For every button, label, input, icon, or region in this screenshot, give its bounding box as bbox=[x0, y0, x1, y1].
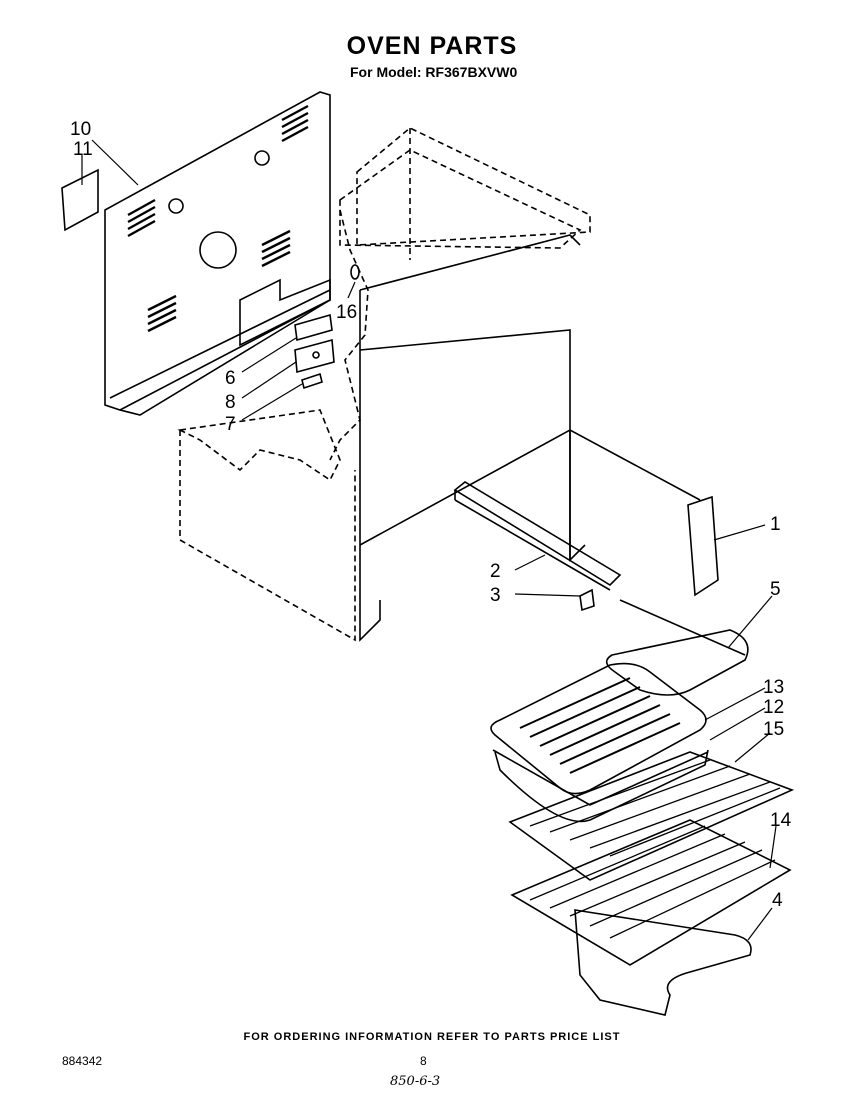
plug-16 bbox=[350, 264, 360, 280]
callout-15: 15 bbox=[763, 719, 784, 740]
rack-support-2 bbox=[453, 481, 622, 591]
callout-5: 5 bbox=[770, 579, 781, 600]
clip-7 bbox=[301, 372, 323, 390]
bracket-8 bbox=[294, 338, 335, 374]
callout-11: 11 bbox=[73, 139, 93, 160]
callout-14: 14 bbox=[770, 810, 792, 831]
page-title: OVEN PARTS bbox=[346, 32, 518, 60]
clip-3 bbox=[579, 588, 595, 612]
callout-8: 8 bbox=[225, 392, 236, 413]
oven-frame bbox=[359, 234, 701, 642]
handwritten-code: 850-6-3 bbox=[390, 1074, 441, 1089]
callout-1: 1 bbox=[770, 514, 781, 535]
cover-plate-11 bbox=[61, 168, 99, 232]
back-panel-10 bbox=[104, 91, 331, 416]
broiler-pan-insert-13 bbox=[490, 662, 707, 795]
callout-2: 2 bbox=[490, 561, 501, 582]
terminal-block-6 bbox=[294, 313, 333, 342]
page-number: 8 bbox=[420, 1054, 427, 1068]
oven-liner-outline bbox=[177, 127, 591, 642]
side-cover-1 bbox=[687, 495, 719, 597]
callout-7: 7 bbox=[225, 414, 236, 435]
callout-10: 10 bbox=[70, 119, 91, 140]
bake-element-5 bbox=[605, 599, 749, 696]
broil-element-4 bbox=[574, 909, 752, 1016]
broiler-pan-12 bbox=[492, 749, 709, 823]
callout-13: 13 bbox=[763, 677, 784, 698]
callout-12: 12 bbox=[763, 697, 784, 718]
callout-16: 16 bbox=[336, 302, 357, 323]
callout-6: 6 bbox=[225, 368, 236, 389]
oven-rack-15 bbox=[508, 751, 795, 881]
ordering-note: FOR ORDERING INFORMATION REFER TO PARTS … bbox=[243, 1031, 621, 1043]
oven-rack-14 bbox=[510, 819, 792, 966]
callout-labels: 10 11 16 6 8 7 1 2 3 5 13 12 15 14 4 bbox=[70, 119, 792, 911]
document-number: 884342 bbox=[62, 1054, 103, 1068]
callout-4: 4 bbox=[772, 890, 783, 911]
callout-3: 3 bbox=[490, 585, 501, 606]
model-subtitle: For Model: RF367BXVW0 bbox=[350, 64, 518, 80]
